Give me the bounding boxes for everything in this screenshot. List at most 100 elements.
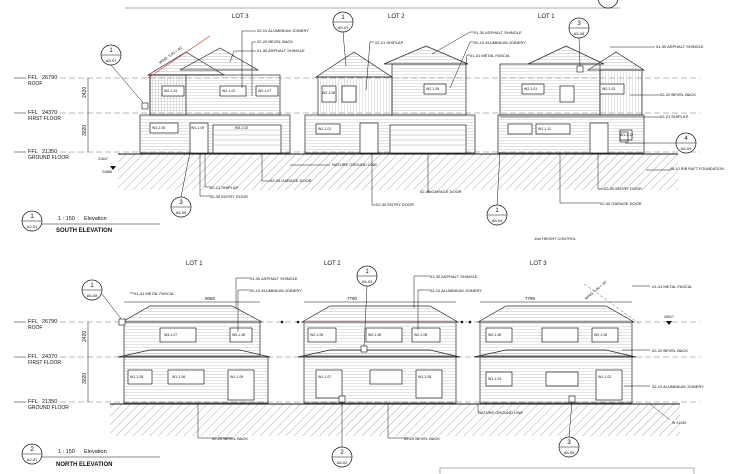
svg-text:26790: 26790: [42, 319, 57, 325]
south-lot-titles: LOT 3 LOT 2 LOT 1: [232, 14, 555, 20]
svg-text:4: 4: [684, 136, 688, 142]
svg-text:1 : 150: 1 : 150: [58, 216, 75, 222]
north-lot1-building: [117, 305, 271, 404]
svg-text:01-30 ASPHALT SHINGLE: 01-30 ASPHALT SHINGLE: [474, 30, 522, 35]
lot-label: LOT 1: [538, 14, 555, 20]
svg-text:W1-1.09: W1-1.09: [191, 126, 204, 130]
svg-text:24370: 24370: [42, 354, 57, 360]
svg-text:2: 2: [340, 450, 344, 456]
north-window-tags: W3-1.07 W3-1.08 W2-1.06 W2-1.08 W2-1.08 …: [130, 333, 611, 381]
section-callout: 2 A5-02: [331, 395, 353, 468]
svg-text:02-10 ALUMINIUM JOINERY: 02-10 ALUMINIUM JOINERY: [250, 288, 302, 293]
svg-text:A2-01: A2-01: [27, 457, 38, 462]
svg-text:FIRST FLOOR: FIRST FLOOR: [28, 116, 61, 122]
section-callout: 4 A5-09: [619, 131, 697, 154]
svg-text:02-10 ALUMINIUM JOINERY: 02-10 ALUMINIUM JOINERY: [257, 28, 309, 33]
north-notes: 01-41 METAL FASCIA 01-30 ASPHALT SHINGLE…: [130, 274, 704, 441]
section-callout: 1 A5-03: [356, 265, 378, 353]
svg-text:W2-1.08: W2-1.08: [368, 333, 381, 337]
svg-text:7790: 7790: [347, 296, 358, 301]
south-window-tags: W2-1.03 W2-1.02 W2-1.07 W2-1.06 W2-1.05 …: [152, 87, 633, 137]
svg-text:W2-1.08: W2-1.08: [414, 333, 427, 337]
svg-text:21350: 21350: [42, 399, 57, 405]
svg-text:NATURE GROUND LINE: NATURE GROUND LINE: [478, 410, 523, 415]
lot-label: LOT 3: [530, 261, 547, 267]
svg-text:A5-02: A5-02: [337, 460, 348, 465]
svg-text:W3-1.07: W3-1.07: [164, 333, 177, 337]
south-ground-hatch: [118, 154, 678, 190]
svg-text:W2-1.06: W2-1.06: [310, 333, 323, 337]
svg-text:02-20 BEVEL BACK: 02-20 BEVEL BACK: [404, 436, 440, 441]
svg-text:01-41 METAL FASCIA: 01-41 METAL FASCIA: [134, 291, 174, 296]
svg-text:1: 1: [365, 269, 369, 275]
svg-text:1: 1: [495, 208, 499, 214]
svg-text:02-20 BEVEL BACK: 02-20 BEVEL BACK: [212, 436, 248, 441]
svg-text:W1-1.02: W1-1.02: [598, 375, 611, 379]
svg-text:A5-06: A5-06: [176, 210, 187, 215]
svg-text:FFL: FFL: [28, 399, 38, 405]
svg-text:02-21 SHIPLAP: 02-21 SHIPLAP: [210, 185, 239, 190]
svg-text:FFL: FFL: [28, 354, 38, 360]
svg-text:SOUTH ELEVATION: SOUTH ELEVATION: [56, 228, 112, 234]
north-ground-hatch: [110, 404, 680, 436]
svg-text:W1-1.06: W1-1.06: [172, 375, 185, 379]
svg-text:02-30 ENTRY DOOR: 02-30 ENTRY DOOR: [604, 186, 642, 191]
svg-text:02-10 ALUMINIUM JOINERY: 02-10 ALUMINIUM JOINERY: [652, 384, 704, 389]
svg-text:08-10 RIB RAFT FOUNDATION: 08-10 RIB RAFT FOUNDATION: [670, 167, 724, 171]
svg-text:A5-03: A5-03: [338, 25, 349, 30]
svg-text:Elevation: Elevation: [84, 449, 107, 455]
north-spot-levels: 26917 W 21040: [649, 315, 686, 425]
svg-text:A2-01: A2-01: [27, 224, 38, 229]
svg-text:3020: 3020: [82, 125, 88, 136]
south-lot1-building: [497, 45, 646, 154]
lot-label: LOT 2: [388, 14, 405, 20]
north-callouts: 1 A5-08 1 A5-03 2 A5-02: [81, 265, 580, 468]
svg-text:21686: 21686: [102, 170, 112, 174]
svg-text:1: 1: [109, 48, 113, 54]
south-lot3-building: [139, 47, 291, 154]
section-callout: 3 A5-08: [568, 17, 590, 73]
svg-text:W2-1.03: W2-1.03: [164, 89, 177, 93]
svg-text:1: 1: [30, 213, 34, 220]
svg-text:3: 3: [179, 200, 183, 206]
svg-text:W1-1.12: W1-1.12: [620, 133, 633, 137]
svg-text:02-21 SHIPLAP: 02-21 SHIPLAP: [660, 114, 689, 119]
svg-text:1: 1: [90, 283, 94, 289]
svg-text:FFL: FFL: [28, 149, 38, 155]
svg-text:ROOF: ROOF: [28, 81, 42, 87]
svg-text:3020: 3020: [82, 373, 88, 384]
south-callouts: 1 A5-07 1 A5-03 3 A5-08: [100, 0, 697, 226]
svg-text:01-41 METAL FASCIA: 01-41 METAL FASCIA: [652, 284, 692, 289]
svg-text:W2-1.06: W2-1.06: [594, 333, 607, 337]
svg-text:01-30 ASPHALT SHINGLE: 01-30 ASPHALT SHINGLE: [656, 44, 704, 49]
svg-text:Elevation: Elevation: [84, 216, 107, 222]
title-frame: [439, 467, 695, 474]
north-width-dims: 9050 7790 7790: [124, 296, 632, 303]
svg-text:2420: 2420: [82, 87, 88, 98]
section-callout: 3 A5-05: [558, 395, 580, 458]
height-plane-line: [583, 283, 641, 325]
section-callout: 1 A5-03: [332, 11, 354, 67]
svg-text:24370: 24370: [42, 110, 57, 116]
lot-label: LOT 3: [232, 14, 249, 20]
svg-text:02-30 ENTRY DOOR: 02-30 ENTRY DOOR: [210, 194, 248, 199]
svg-text:GROUND FLOOR: GROUND FLOOR: [28, 405, 69, 411]
north-elevation-title: 2 A2-01 1 : 150 Elevation NORTH ELEVATIO…: [21, 443, 160, 468]
svg-text:FFL: FFL: [28, 75, 38, 81]
svg-text:W1-1.01: W1-1.01: [318, 127, 331, 131]
svg-text:NATURE GROUND LINE: NATURE GROUND LINE: [332, 162, 377, 167]
svg-text:A5-08: A5-08: [87, 293, 98, 298]
svg-text:W3-1.08: W3-1.08: [232, 333, 245, 337]
svg-text:GROUND FLOOR: GROUND FLOOR: [28, 155, 69, 161]
section-callout: 1 A5-04: [486, 151, 508, 226]
svg-text:W1-1.08: W1-1.08: [418, 375, 431, 379]
north-elevation: FFL 26790 ROOF FFL 24370 FIRST FLOOR FFL…: [14, 261, 704, 474]
svg-text:A5-09: A5-09: [681, 146, 692, 151]
svg-text:02-40 GARAGE DOOR: 02-40 GARAGE DOOR: [420, 189, 462, 194]
svg-text:2: 2: [30, 446, 34, 453]
svg-text:FFL: FFL: [28, 110, 38, 116]
height-plane-line: [147, 35, 211, 79]
svg-text:3: 3: [577, 21, 581, 27]
svg-text:W 21040: W 21040: [672, 421, 686, 425]
